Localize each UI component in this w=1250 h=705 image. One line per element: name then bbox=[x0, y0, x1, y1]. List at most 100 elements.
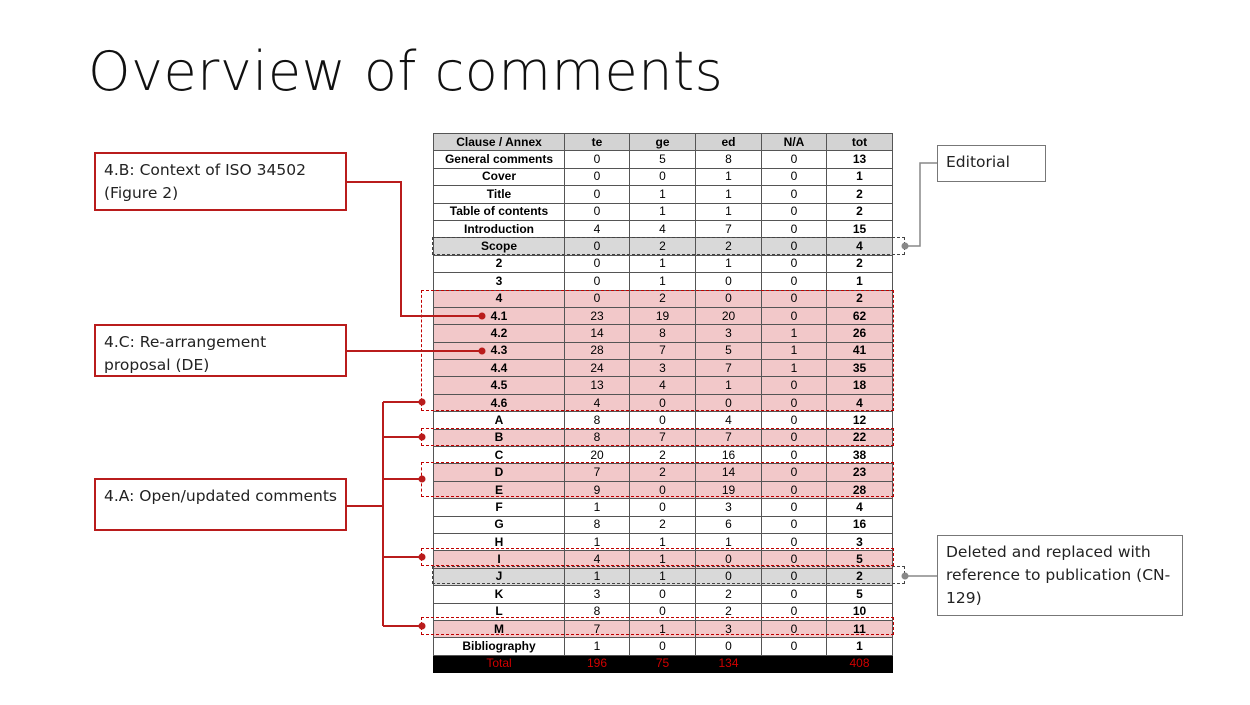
cell-tot: 22 bbox=[826, 428, 893, 448]
cell-clause: 4.4 bbox=[433, 359, 565, 378]
callout-deleted-text: Deleted and replaced with reference to p… bbox=[946, 543, 1171, 607]
cell-ed: 3 bbox=[695, 619, 762, 639]
cell-clause: 4.2 bbox=[433, 324, 565, 343]
total-clause: Total bbox=[433, 654, 565, 674]
total-te: 196 bbox=[564, 654, 630, 674]
cell-ge: 0 bbox=[629, 480, 696, 500]
cell-te: 24 bbox=[564, 359, 630, 378]
cell-clause: B bbox=[433, 428, 565, 448]
cell-te: 0 bbox=[564, 237, 630, 256]
cell-ge: 8 bbox=[629, 324, 696, 343]
cell-clause: Introduction bbox=[433, 219, 565, 239]
total-ge: 75 bbox=[629, 654, 696, 674]
cell-tot: 5 bbox=[826, 585, 893, 604]
connector-context bbox=[347, 181, 482, 317]
cell-te: 7 bbox=[564, 619, 630, 639]
cell-tot: 35 bbox=[826, 359, 893, 378]
callout-context: 4.B: Context of ISO 34502 (Figure 2) bbox=[94, 152, 347, 211]
cell-ed: 0 bbox=[695, 289, 762, 308]
callout-open-updated: 4.A: Open/updated comments bbox=[94, 478, 347, 531]
cell-tot: 16 bbox=[826, 515, 893, 534]
callout-context-text: 4.B: Context of ISO 34502 (Figure 2) bbox=[104, 161, 306, 202]
cell-te: 1 bbox=[564, 567, 630, 587]
cell-ed: 5 bbox=[695, 341, 762, 361]
cell-te: 23 bbox=[564, 306, 630, 326]
cell-tot: 23 bbox=[826, 463, 893, 482]
cell-ed: 1 bbox=[695, 376, 762, 395]
total-ed: 134 bbox=[695, 654, 762, 674]
cell-clause: 4.5 bbox=[433, 376, 565, 395]
cell-na: 0 bbox=[761, 550, 827, 569]
cell-te: 4 bbox=[564, 393, 630, 413]
header-ge: ge bbox=[629, 132, 696, 152]
cell-te: 4 bbox=[564, 550, 630, 569]
header-tot: tot bbox=[826, 132, 893, 152]
cell-clause: Table of contents bbox=[433, 202, 565, 221]
cell-te: 7 bbox=[564, 463, 630, 482]
slide-title: Overview of comments bbox=[88, 40, 724, 103]
cell-clause: Bibliography bbox=[433, 637, 565, 656]
cell-ed: 7 bbox=[695, 359, 762, 378]
callout-editorial: Editorial bbox=[937, 145, 1046, 182]
cell-te: 13 bbox=[564, 376, 630, 395]
cell-ge: 1 bbox=[629, 619, 696, 639]
callout-editorial-text: Editorial bbox=[946, 153, 1010, 171]
header-te: te bbox=[564, 132, 630, 152]
cell-ge: 7 bbox=[629, 341, 696, 361]
cell-na: 0 bbox=[761, 428, 827, 448]
cell-tot: 18 bbox=[826, 376, 893, 395]
cell-clause: I bbox=[433, 550, 565, 569]
connector-editorial bbox=[905, 162, 937, 247]
cell-ed: 0 bbox=[695, 550, 762, 569]
cell-na: 0 bbox=[761, 463, 827, 482]
cell-ge: 3 bbox=[629, 359, 696, 378]
cell-ed: 16 bbox=[695, 446, 762, 465]
cell-ge: 2 bbox=[629, 237, 696, 256]
callout-rearrangement: 4.C: Re-arrangement proposal (DE) bbox=[94, 324, 347, 377]
cell-na: 1 bbox=[761, 359, 827, 378]
cell-ed: 0 bbox=[695, 393, 762, 413]
table-header-row: Clause / Annex te ge ed N/A tot bbox=[433, 132, 893, 152]
cell-ge: 1 bbox=[629, 567, 696, 587]
callout-deleted: Deleted and replaced with reference to p… bbox=[937, 535, 1183, 616]
total-na bbox=[761, 654, 827, 674]
callout-rearrangement-text: 4.C: Re-arrangement proposal (DE) bbox=[104, 333, 267, 374]
cell-na: 0 bbox=[761, 619, 827, 639]
cell-clause: General comments bbox=[433, 150, 565, 169]
cell-te: 14 bbox=[564, 324, 630, 343]
cell-tot: 5 bbox=[826, 550, 893, 569]
cell-clause: J bbox=[433, 567, 565, 587]
cell-na: 0 bbox=[761, 306, 827, 326]
cell-ge: 19 bbox=[629, 306, 696, 326]
cell-tot: 38 bbox=[826, 446, 893, 465]
cell-ge: 2 bbox=[629, 463, 696, 482]
cell-tot: 62 bbox=[826, 306, 893, 326]
cell-tot: 10 bbox=[826, 602, 893, 621]
cell-ed: 20 bbox=[695, 306, 762, 326]
cell-ed: 2 bbox=[695, 237, 762, 256]
cell-clause: M bbox=[433, 619, 565, 639]
cell-tot: 26 bbox=[826, 324, 893, 343]
callout-open-updated-text: 4.A: Open/updated comments bbox=[104, 487, 337, 505]
total-tot: 408 bbox=[826, 654, 893, 674]
